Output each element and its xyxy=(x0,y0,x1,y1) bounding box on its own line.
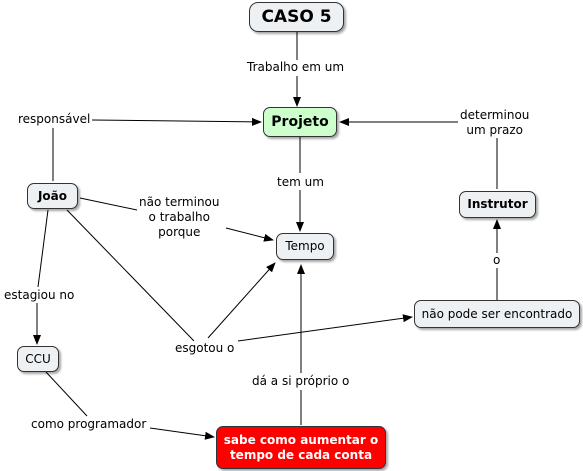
node-joao[interactable]: João xyxy=(27,183,78,209)
link-determinou-line-1: determinou xyxy=(460,108,530,122)
edge-esgotou-tempo xyxy=(207,262,276,339)
link-responsavel: responsável xyxy=(16,112,93,127)
link-tem-um: tem um xyxy=(275,175,326,190)
edge-responsavel-projeto xyxy=(91,117,262,126)
node-sabe-line-1: sabe como aumentar o xyxy=(223,432,379,447)
edge-joao-naoterminou xyxy=(79,197,138,211)
link-nao-terminou-line-3: porque xyxy=(158,225,201,239)
link-determinou-line-2: um prazo xyxy=(466,123,524,137)
edge-programador-sabe xyxy=(149,427,215,440)
node-sabe-como-aumentar[interactable]: sabe como aumentar o tempo de cada conta xyxy=(216,426,386,469)
node-instrutor[interactable]: Instrutor xyxy=(459,191,536,218)
link-trabalho-em-um: Trabalho em um xyxy=(245,60,347,75)
edge-joao-esgotou xyxy=(66,209,195,342)
edge-esgotou-naopode xyxy=(237,314,413,342)
link-da-a-si-proprio: dá a si próprio o xyxy=(250,374,352,389)
link-nao-terminou-line-2: o trabalho xyxy=(148,210,210,224)
link-o: o xyxy=(491,253,503,268)
node-ccu[interactable]: CCU xyxy=(17,346,59,372)
link-como-programador: como programador xyxy=(29,417,149,432)
node-projeto[interactable]: Projeto xyxy=(263,107,337,137)
node-sabe-line-2: tempo de cada conta xyxy=(229,447,373,462)
link-determinou-um-prazo: determinou um prazo xyxy=(458,108,532,138)
node-tempo[interactable]: Tempo xyxy=(276,233,334,260)
node-nao-pode-ser-encontrado[interactable]: não pode ser encontrado xyxy=(414,300,580,328)
edge-joao-estagiou xyxy=(37,209,49,288)
link-nao-terminou-line-1: não terminou xyxy=(139,195,220,209)
link-nao-terminou: não terminou o trabalho porque xyxy=(137,195,222,240)
edge-ccu-programador xyxy=(45,371,88,417)
link-estagiou-no: estagiou no xyxy=(2,288,77,303)
node-caso-5[interactable]: CASO 5 xyxy=(249,2,344,32)
link-esgotou-o: esgotou o xyxy=(173,341,237,356)
edge-naoterminou-tempo xyxy=(225,227,274,242)
